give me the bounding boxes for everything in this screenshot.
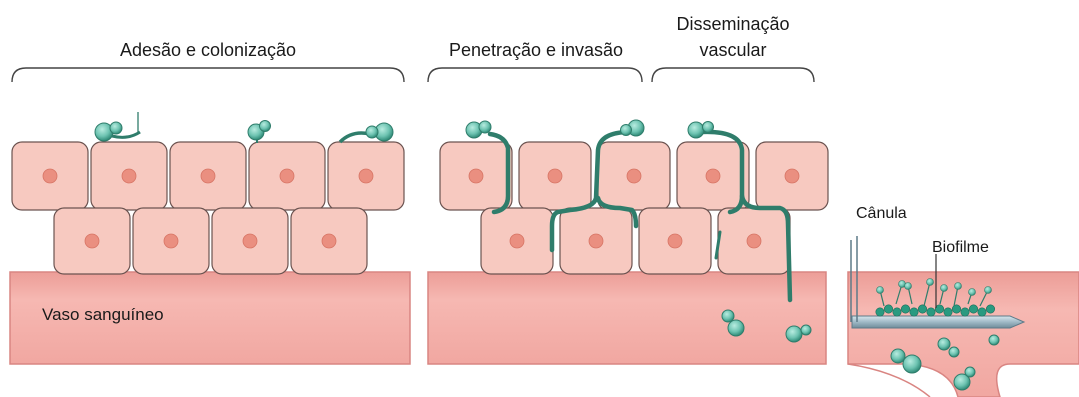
epithelial-cell — [756, 142, 828, 210]
cell-nucleus — [243, 234, 257, 248]
epithelial-cell — [639, 208, 711, 274]
cell-nucleus — [627, 169, 641, 183]
biofilm-cell — [884, 305, 892, 313]
epithelial-cell — [12, 142, 88, 210]
cell-nucleus — [510, 234, 524, 248]
biofilm-cell — [961, 308, 969, 316]
biofilm-yeast — [877, 287, 884, 294]
cell-nucleus — [668, 234, 682, 248]
blood-vessel-middle — [428, 272, 826, 364]
epithelial-cell — [291, 208, 367, 274]
bracket-dissemination — [652, 68, 814, 82]
cell-nucleus — [122, 169, 136, 183]
cell-nucleus — [164, 234, 178, 248]
biofilm-cell — [944, 308, 952, 316]
cell-nucleus — [359, 169, 373, 183]
biofilm-yeast — [927, 279, 934, 286]
cell-nucleus — [785, 169, 799, 183]
stage-label-dissemination-line2: vascular — [699, 40, 766, 60]
biofilm-yeast — [985, 287, 992, 294]
cell-nucleus — [201, 169, 215, 183]
biofilm-cell — [918, 305, 926, 313]
adhered-hypha-3 — [340, 123, 393, 142]
biofilm-cell — [876, 308, 884, 316]
stage-label-adhesion: Adesão e colonização — [120, 40, 296, 60]
epithelial-cell — [212, 208, 288, 274]
adhered-yeast-2 — [248, 121, 271, 144]
cell-nucleus — [589, 234, 603, 248]
biofilm-cell — [910, 308, 918, 316]
biofilm-cell — [978, 308, 986, 316]
epithelial-cell — [481, 208, 553, 274]
epithelial-cell — [170, 142, 246, 210]
cannula-label: Cânula — [856, 205, 907, 222]
epithelial-cell — [598, 142, 670, 210]
epithelial-cell — [328, 142, 404, 210]
invading-yeast-cells — [466, 120, 714, 138]
epithelial-cell — [718, 208, 790, 274]
epithelial-cell — [560, 208, 632, 274]
biofilm-cell — [893, 308, 901, 316]
biofilm-label: Biofilme — [932, 239, 989, 256]
biofilm-cell — [969, 305, 977, 313]
cell-nucleus — [747, 234, 761, 248]
cell-nucleus — [322, 234, 336, 248]
biofilm-yeast — [941, 285, 948, 292]
cell-nucleus — [706, 169, 720, 183]
epithelial-cell — [249, 142, 325, 210]
cell-nucleus — [85, 234, 99, 248]
epithelial-cell — [54, 208, 130, 274]
stage-label-invasion: Penetração e invasão — [449, 40, 623, 60]
epithelial-cell — [133, 208, 209, 274]
biofilm-yeast — [905, 283, 912, 290]
epithelial-cells-left — [12, 142, 404, 274]
bracket-invasion — [428, 68, 642, 82]
biofilm-yeast — [969, 289, 976, 296]
cell-nucleus — [280, 169, 294, 183]
epithelial-cell — [519, 142, 591, 210]
biofilm-cell — [952, 305, 960, 313]
vessel-label: Vaso sanguíneo — [42, 305, 164, 324]
epithelial-cell — [677, 142, 749, 210]
bracket-adhesion — [12, 68, 404, 82]
biofilm-cell — [927, 308, 935, 316]
biofilm-cell — [901, 305, 909, 313]
cell-nucleus — [548, 169, 562, 183]
epithelial-cell — [440, 142, 512, 210]
adhered-yeast-1 — [95, 112, 140, 141]
epithelial-cell — [91, 142, 167, 210]
biofilm-cell — [986, 305, 994, 313]
cell-nucleus — [469, 169, 483, 183]
cell-nucleus — [43, 169, 57, 183]
biofilm-yeast — [955, 283, 962, 290]
stage-label-dissemination-line1: Disseminação — [676, 14, 789, 34]
